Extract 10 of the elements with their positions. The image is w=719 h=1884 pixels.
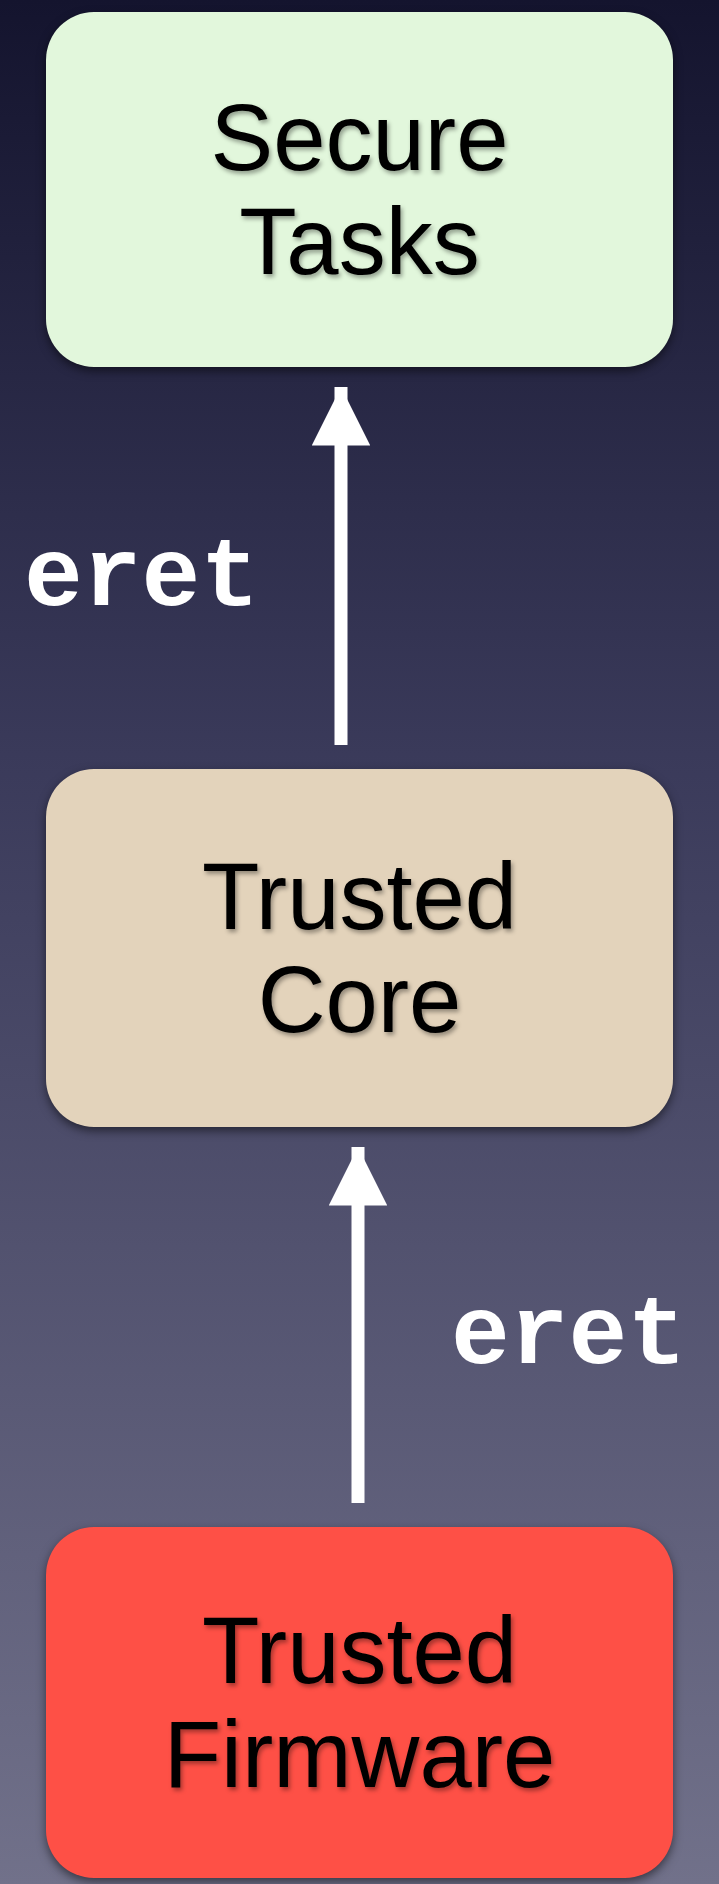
process-box [46,12,673,367]
edge-label: eret [451,1288,687,1386]
arrow [328,1147,388,1503]
edge-label: eret [24,530,260,628]
box-label: Trusted Firmware [162,1599,557,1806]
process-box [46,769,673,1127]
box-label: Trusted Core [200,844,519,1052]
process-box [46,1527,673,1878]
arrow [311,387,371,745]
box-label: Secure Tasks [209,86,510,293]
